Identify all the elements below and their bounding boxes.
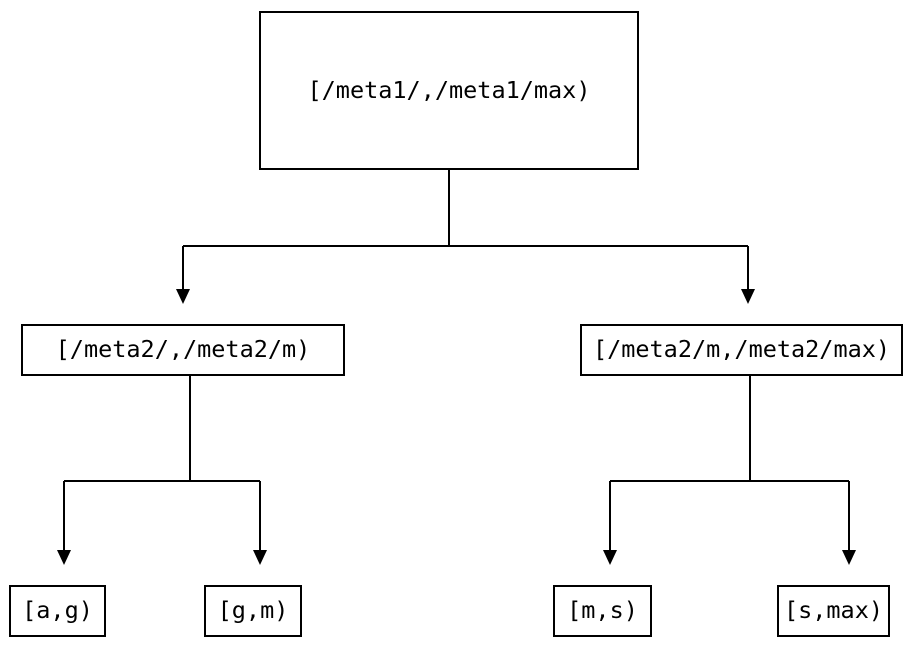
tree-node-leaf-m-s[interactable]: [m,s) xyxy=(553,585,652,637)
arrowhead-mid-left-to-leaf-a-g xyxy=(57,550,71,565)
tree-node-root[interactable]: [/meta1/,/meta1/max) xyxy=(259,11,639,170)
tree-node-mid-left-label: [/meta2/,/meta2/m) xyxy=(55,335,311,364)
tree-node-mid-right[interactable]: [/meta2/m,/meta2/max) xyxy=(580,324,903,376)
tree-node-leaf-a-g[interactable]: [a,g) xyxy=(9,585,106,637)
arrowhead-root-to-mid-right xyxy=(741,289,755,304)
arrowhead-mid-left-to-leaf-g-m xyxy=(253,550,267,565)
tree-node-leaf-s-max-label: [s,max) xyxy=(783,596,884,625)
tree-node-leaf-g-m-label: [g,m) xyxy=(217,596,289,625)
tree-node-leaf-m-s-label: [m,s) xyxy=(567,596,638,625)
tree-node-leaf-s-max[interactable]: [s,max) xyxy=(777,585,890,637)
tree-node-root-label: [/meta1/,/meta1/max) xyxy=(307,75,591,104)
arrowhead-mid-right-to-leaf-m-s xyxy=(603,550,617,565)
tree-node-mid-left[interactable]: [/meta2/,/meta2/m) xyxy=(21,324,345,376)
arrowhead-mid-right-to-leaf-s-max xyxy=(842,550,856,565)
arrowhead-root-to-mid-left xyxy=(176,289,190,304)
tree-node-mid-right-label: [/meta2/m,/meta2/max) xyxy=(592,335,891,364)
tree-node-leaf-g-m[interactable]: [g,m) xyxy=(204,585,302,637)
tree-node-leaf-a-g-label: [a,g) xyxy=(22,596,93,625)
